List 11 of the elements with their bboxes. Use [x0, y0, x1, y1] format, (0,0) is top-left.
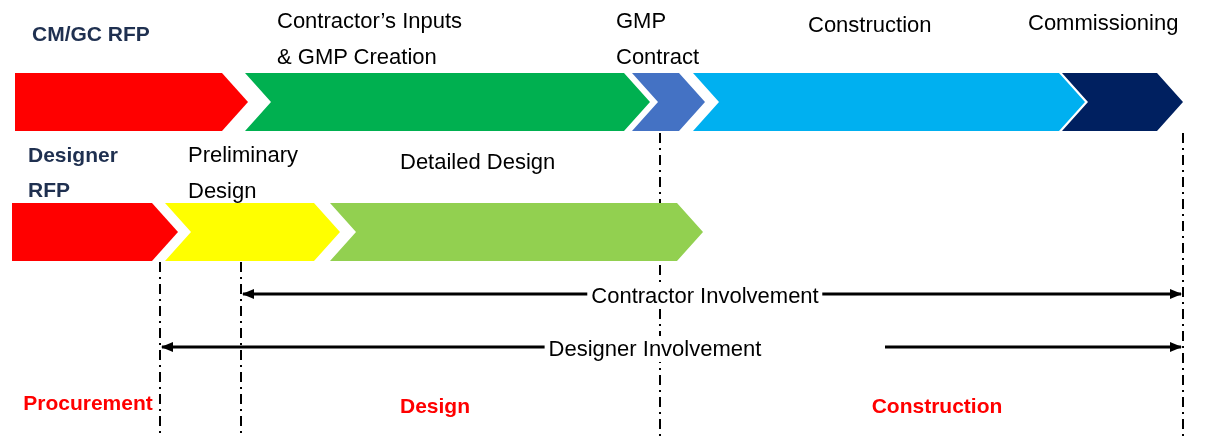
phase-label: CM/GC RFP	[32, 21, 151, 47]
phase-label: GMP Contract	[616, 7, 701, 71]
phase-label: Detailed Design	[400, 148, 557, 176]
phase-label: Designer RFP	[28, 142, 119, 203]
phase-label: Construction	[808, 11, 933, 39]
phase-label: Preliminary Design	[188, 141, 300, 205]
stage-label: Construction	[871, 393, 1003, 419]
stage-label: Design	[400, 393, 470, 419]
phase-label: Contractor’s Inputs & GMP Creation	[277, 7, 464, 71]
phase-label: Commissioning	[1028, 9, 1180, 37]
stage-label: Procurement	[23, 390, 153, 416]
